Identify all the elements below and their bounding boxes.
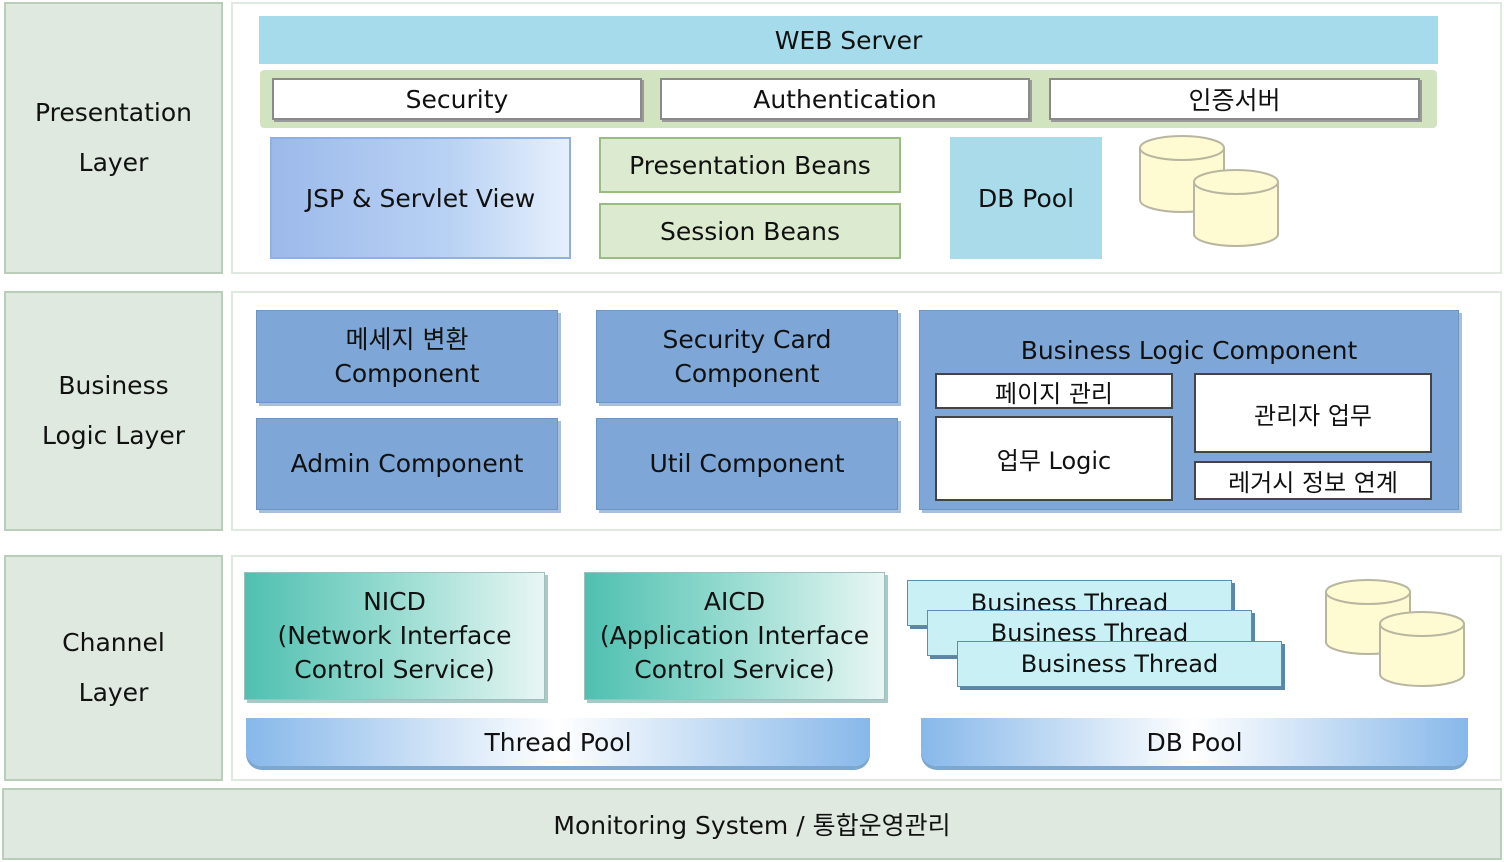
- jsp-servlet-view-box: JSP & Servlet View: [270, 137, 571, 259]
- monitoring-system-bar: Monitoring System / 통합운영관리: [2, 788, 1502, 860]
- message-conversion-component: 메세지 변환 Component: [256, 310, 558, 403]
- db-pool-box: DB Pool: [950, 137, 1102, 259]
- authentication-box: Authentication: [660, 78, 1030, 120]
- database-icon: [1325, 579, 1465, 687]
- admin-component: Admin Component: [256, 418, 558, 510]
- legacy-info-link-box: 레거시 정보 연계: [1194, 461, 1432, 500]
- util-component: Util Component: [596, 418, 898, 510]
- business-logic-component-title: Business Logic Component: [1020, 335, 1358, 365]
- page-management-box: 페이지 관리: [935, 373, 1173, 409]
- admin-work-box: 관리자 업무: [1194, 373, 1432, 453]
- presentation-beans-box: Presentation Beans: [599, 137, 901, 193]
- nicd-box: NICD (Network Interface Control Service): [244, 572, 545, 700]
- thread-pool-bar: Thread Pool: [246, 718, 870, 766]
- business-logic-box: 업무 Logic: [935, 416, 1173, 501]
- business-thread-front: Business Thread: [957, 641, 1282, 687]
- presentation-layer-label: Presentation Layer: [4, 2, 223, 274]
- channel-layer-label: Channel Layer: [4, 555, 223, 781]
- business-logic-layer-label: Business Logic Layer: [4, 291, 223, 531]
- auth-server-box: 인증서버: [1049, 78, 1420, 120]
- web-server-bar: WEB Server: [259, 16, 1438, 64]
- database-icon: [1139, 135, 1279, 247]
- aicd-box: AICD (Application Interface Control Serv…: [584, 572, 885, 700]
- security-card-component: Security Card Component: [596, 310, 898, 403]
- security-box: Security: [272, 78, 642, 120]
- session-beans-box: Session Beans: [599, 203, 901, 259]
- db-pool-bar: DB Pool: [921, 718, 1468, 766]
